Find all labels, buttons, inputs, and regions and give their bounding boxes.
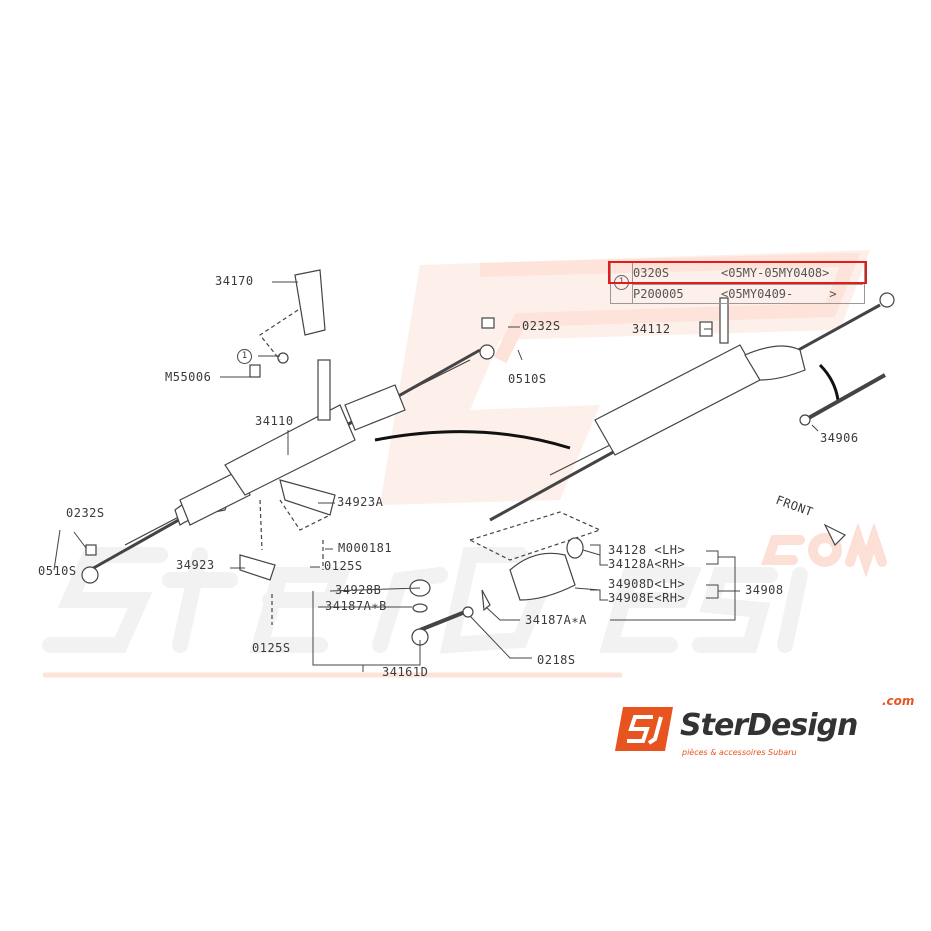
label-0232s-left: 0232S: [66, 506, 105, 520]
label-m000181: M000181: [338, 541, 393, 555]
sterdesign-logo: SterDesign .com pièces & accessoires Sub…: [610, 694, 930, 766]
watermark-brand-graphic: [42, 547, 808, 654]
watermark-domain-graphic: [760, 522, 887, 578]
sj-logo-icon: [615, 707, 673, 751]
label-34128a: 34128A<RH>: [608, 557, 686, 571]
label-34128: 34128 <LH>: [608, 543, 686, 557]
label-34906: 34906: [820, 431, 859, 445]
label-34908: 34908: [745, 583, 784, 597]
logo-domain: .com: [882, 694, 915, 708]
label-34161d: 34161D: [382, 665, 429, 679]
leader-lines: [53, 281, 819, 672]
label-0510s: 0510S: [508, 372, 547, 386]
note-part: P200005: [633, 287, 684, 301]
label-34923a: 34923A: [337, 495, 384, 509]
label-34170: 34170: [215, 274, 254, 288]
label-34112: 34112: [632, 322, 671, 336]
label-34908e: 34908E<RH>: [608, 591, 686, 605]
label-0510s-left: 0510S: [38, 564, 77, 578]
note-box: 1 0320S <05MY-05MY0408> P200005 <05MY040…: [608, 261, 867, 304]
note-range: <05MY-05MY0408>: [721, 266, 830, 280]
note-part: 0320S: [633, 266, 670, 280]
note-row-2: P200005 <05MY0409- >: [633, 284, 863, 303]
label-0218s: 0218S: [537, 653, 576, 667]
note-range: <05MY0409- >: [721, 287, 837, 301]
label-34187a-a: 34187A∗A: [525, 613, 587, 627]
label-34908d: 34908D<LH>: [608, 577, 686, 591]
right-rack-assembly: [409, 292, 895, 646]
highlight-box: [608, 261, 867, 284]
label-m55006: M55006: [165, 370, 212, 384]
label-34928b: 34928B: [335, 583, 382, 597]
logo-tagline: pièces & accessoires Subaru: [682, 748, 797, 757]
note-row-1: 0320S <05MY-05MY0408>: [633, 264, 863, 282]
label-0232s: 0232S: [522, 319, 561, 333]
logo-name: SterDesign: [680, 708, 858, 743]
label-34923: 34923: [176, 558, 215, 572]
label-0125s-bottom: 0125S: [252, 641, 291, 655]
label-0125s: 0125S: [324, 559, 363, 573]
front-arrow-icon: [823, 523, 847, 547]
left-rack-assembly: [81, 269, 495, 625]
label-34187a-b: 34187A∗B: [325, 599, 387, 613]
label-34110: 34110: [255, 414, 294, 428]
callout-1-icon: 1: [237, 349, 252, 364]
